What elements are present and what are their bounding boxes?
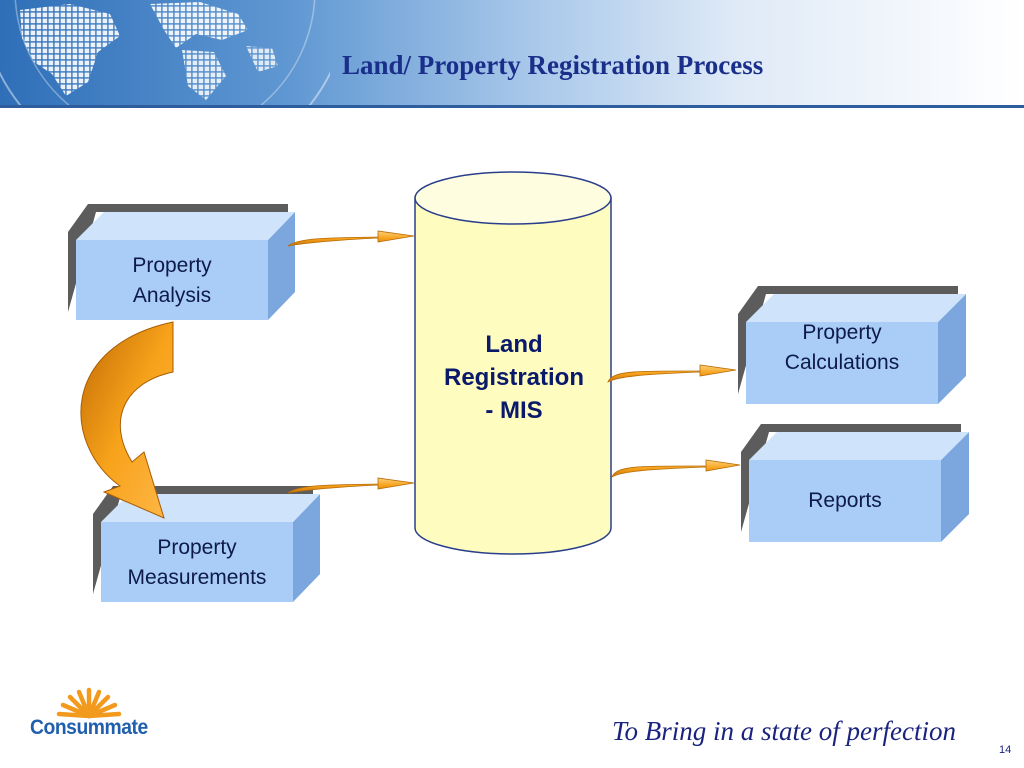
box-property-calculations [738,286,966,404]
box-property-analysis [68,204,295,320]
label-property-calculations: Property Calculations [784,321,900,374]
header-banner [0,0,1024,108]
label-property-measurements: Property Measurements [127,536,267,589]
arrow-measurements-to-mis [287,477,415,494]
arrow-mis-to-calculations [607,364,737,383]
tagline: To Bring in a state of perfection [612,716,956,746]
label-land-registration-mis: Land Registration - MIS [443,331,584,424]
box-reports [741,424,969,542]
arrow-analysis-to-mis [287,230,415,247]
page-title: Land/ Property Registration Process [342,50,764,80]
world-map-icon [0,0,330,105]
cylinder-land-registration-mis [414,171,612,555]
logo-wordmark: Consummate [30,716,148,739]
header-rule [0,105,1024,108]
arrow-mis-to-reports [611,459,741,478]
page-number: 14 [999,744,1012,756]
curved-arrow-analysis-to-measurements [80,321,174,519]
logo-sunburst-icon [56,687,122,719]
label-property-analysis: Property Analysis [132,254,212,307]
label-reports: Reports [808,489,882,512]
